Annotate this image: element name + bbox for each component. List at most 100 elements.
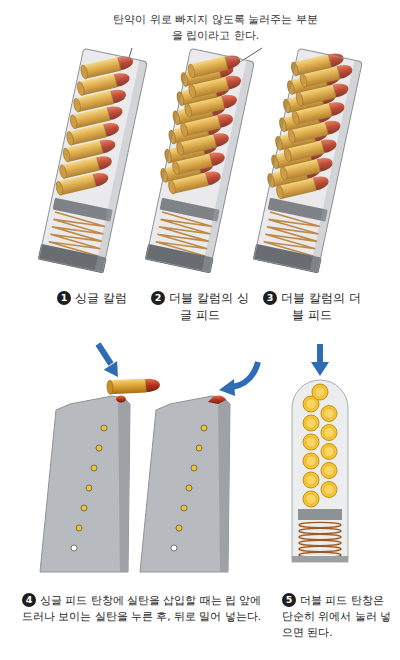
- illustration-part: [303, 453, 319, 469]
- cartridge-base: [303, 415, 319, 431]
- witness-hole: [101, 425, 107, 431]
- illustration-part: [292, 556, 348, 562]
- witness-hole: [186, 485, 192, 491]
- witness-hole: [91, 465, 97, 471]
- illustration-part: [146, 48, 254, 272]
- illustration-part: [39, 48, 147, 272]
- witness-hole: [86, 485, 92, 491]
- callout-note: 탄약이 위로 빠지지 않도록 눌러주는 부분을 립이라고 한다.: [113, 13, 317, 42]
- witness-hole: [96, 445, 102, 451]
- illustration-part: [324, 446, 334, 456]
- cartridge-base: [321, 444, 337, 460]
- figure-caption: 싱글 칼럼: [75, 291, 127, 305]
- cartridge-base: [321, 463, 337, 479]
- cartridge: [107, 378, 161, 395]
- illustration-part: [219, 379, 235, 396]
- illustration-part: [299, 522, 341, 557]
- illustration-part: [171, 425, 207, 551]
- witness-hole: [81, 505, 87, 511]
- illustration-part: [303, 491, 319, 507]
- magazine: [38, 44, 149, 274]
- push-arrow: [219, 362, 258, 396]
- spring: [299, 528, 341, 533]
- witness-hole: [191, 465, 197, 471]
- illustration-part: [306, 399, 316, 409]
- illustration-part: [303, 415, 319, 431]
- illustration-part: [232, 362, 258, 387]
- illustration-part: [311, 362, 329, 376]
- spring: [299, 540, 341, 545]
- spring: [299, 522, 341, 527]
- witness-hole: [196, 445, 202, 451]
- illustration-part: [324, 465, 334, 475]
- illustration-part: [303, 434, 319, 450]
- illustration-part: [306, 494, 316, 504]
- figure-caption: 더블 칼럼의 싱글 피드: [169, 291, 249, 322]
- spring: [299, 534, 341, 539]
- callout-number: 1: [57, 291, 71, 305]
- spring: [299, 546, 341, 551]
- illustration-part: [321, 406, 337, 422]
- cartridge-base: [312, 384, 328, 400]
- magazine: [292, 380, 348, 562]
- illustration-part: [71, 425, 107, 551]
- illustration-part: [208, 396, 226, 405]
- figure-caption-group: 2 더블 칼럼의 싱글 피드: [150, 290, 250, 324]
- callout-number: 4: [22, 593, 36, 607]
- illustration-part: [324, 427, 334, 437]
- illustration-part: [324, 408, 334, 418]
- witness-hole: [176, 525, 182, 531]
- magazine: [141, 42, 257, 273]
- cartridge-base: [321, 425, 337, 441]
- figure-caption: 더블 칼럼의 더블 피드: [281, 291, 361, 322]
- figure-caption-group: 1 싱글 칼럼: [38, 290, 146, 307]
- witness-hole: [71, 545, 77, 551]
- witness-hole: [181, 505, 187, 511]
- callout-number: 3: [263, 291, 277, 305]
- cartridge-base: [321, 482, 337, 498]
- illustration-part: [321, 425, 337, 441]
- push-arrow: [311, 344, 329, 376]
- witness-hole: [201, 425, 207, 431]
- figure-caption: 싱글 피드 탄창에 실탄을 삽입할 때는 립 앞에 드러나 보이는 실탄을 누른…: [22, 594, 261, 622]
- illustration-part: [306, 418, 316, 428]
- illustration-part: [146, 48, 254, 272]
- illustration-part: [321, 444, 337, 460]
- cartridge-base: [303, 472, 319, 488]
- illustration-part: [140, 396, 230, 572]
- figure-caption-group: 5더블 피드 탄창은 단순히 위에서 눌러 넣으면 된다.: [282, 592, 392, 640]
- illustration-part: [104, 361, 118, 377]
- illustration-part: [312, 384, 328, 400]
- illustration-part: [254, 48, 362, 272]
- illustration-part: [98, 344, 111, 364]
- callout-note-group: 탄약이 위로 빠지지 않도록 눌러주는 부분을 립이라고 한다.: [108, 12, 323, 44]
- illustration-part: [298, 509, 342, 520]
- illustration-part: [254, 48, 362, 272]
- illustration-part: [303, 384, 337, 507]
- figure-caption-group: 4싱글 피드 탄창에 실탄을 삽입할 때는 립 앞에 드러나 보이는 실탄을 누…: [22, 592, 274, 624]
- magazine: [40, 396, 130, 573]
- witness-hole: [171, 545, 177, 551]
- figure-caption: 더블 피드 탄창은 단순히 위에서 눌러 넣으면 된다.: [282, 594, 391, 638]
- illustration-part: [306, 456, 316, 466]
- witness-hole: [76, 525, 82, 531]
- cartridge-base: [303, 434, 319, 450]
- push-arrow: [98, 344, 118, 377]
- illustration-part: [303, 472, 319, 488]
- magazine: [249, 41, 365, 273]
- callout-number: 5: [282, 593, 296, 607]
- illustration-part: [317, 344, 323, 364]
- illustration-part: [118, 398, 130, 572]
- illustration-part: [306, 475, 316, 485]
- illustration-part: [218, 398, 230, 572]
- illustration-part: [321, 463, 337, 479]
- figure-caption-group: 3 더블 칼럼의 더블 피드: [262, 290, 362, 324]
- illustration-part: [306, 437, 316, 447]
- magazine: [140, 396, 230, 573]
- callout-number: 2: [151, 291, 165, 305]
- illustration-part: [39, 48, 147, 272]
- illustration-part: [116, 396, 126, 403]
- illustration-part: [292, 380, 348, 562]
